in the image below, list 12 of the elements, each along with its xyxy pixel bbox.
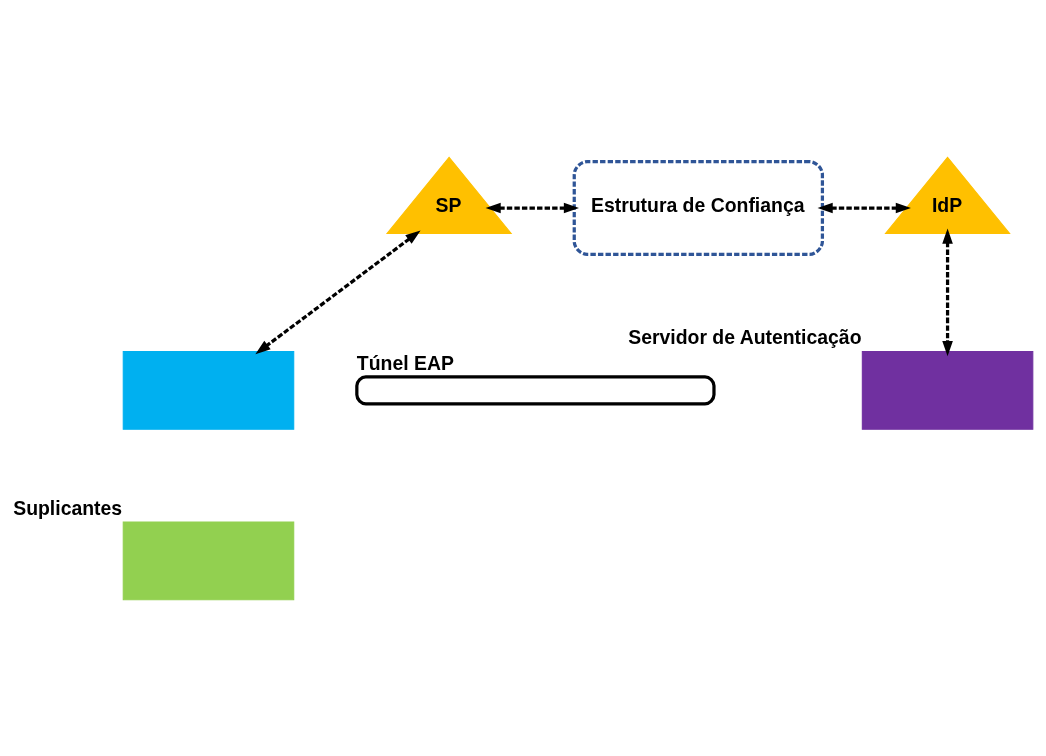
node-box: Estrutura de Confiança [572, 159, 825, 256]
node-cylinder [355, 374, 716, 405]
arrow [942, 228, 953, 356]
node-box [122, 520, 295, 600]
node-box [122, 350, 295, 430]
arrow [817, 202, 911, 213]
arrow [255, 229, 421, 354]
node-label: Suplicantes [13, 496, 123, 519]
node-label: Túnel EAP [356, 351, 454, 374]
node-box [861, 350, 1034, 430]
arrow [485, 202, 579, 213]
node-label: Servidor de Autenticação [628, 325, 862, 348]
